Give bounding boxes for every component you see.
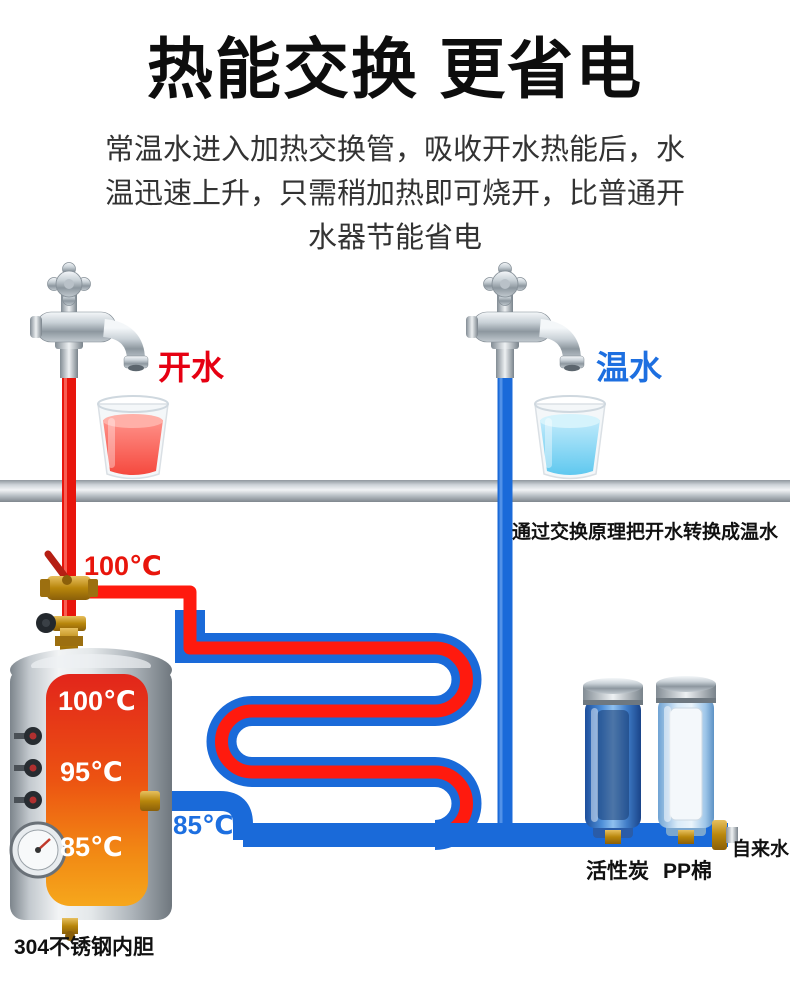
exchange-note: 通过交换原理把开水转换成温水 [512,522,779,543]
hot-water-label: 开水 [158,349,224,386]
tank-side-connector [140,791,160,811]
page-title: 热能交换 更省电 [146,32,644,106]
tank-inlet-pipe [150,791,253,840]
warm-water-faucet [466,263,584,379]
heat-exchange-coil-hot-core [69,585,473,842]
tank-drain-tip [65,931,75,941]
tank-knob [14,759,42,777]
warm-water-label: 温水 [596,349,662,386]
tank-pressure-gauge [9,821,67,879]
carbon-filter [583,678,643,844]
hot-pipe-fitting [36,613,86,633]
tank-knob [14,791,42,809]
hot-outlet-temp-label: 100℃ [84,551,162,581]
tank-temp-95: 95℃ [60,757,123,787]
pp-filter-label: PP棉 [663,860,713,883]
tank-caption: 304不锈钢内胆 [14,936,155,959]
tank-hot-water-panel [46,674,148,906]
warm-water-cup [534,395,606,480]
intro-line-3: 水器节能省电 [307,222,482,254]
tap-water-inlet-valve [712,820,738,850]
warm-inlet-temp-label: 85℃ [173,810,234,840]
pp-cotton-filter [656,676,716,844]
wall-pipe [0,480,790,502]
tank-temp-100: 100℃ [58,686,136,716]
tank-drain-fitting [62,918,78,934]
tank-top-nut [55,636,83,646]
carbon-filter-label: 活性炭 [586,860,649,883]
warm-water-pipe [497,308,513,840]
tank-temp-85: 85℃ [60,832,123,862]
water-tank [9,648,172,941]
intro-text: 常温水进入加热交换管，吸收开水热能后，水 温迅速上升，只需稍加热即可烧开，比普通… [0,128,790,260]
hot-pipe-valve [40,550,98,600]
hot-water-cup [97,395,169,480]
intro-line-1: 常温水进入加热交换管，吸收开水热能后，水 [104,134,685,166]
intro-line-2: 温迅速上升，只需稍加热即可烧开，比普通开 [104,178,685,210]
hot-water-faucet [30,263,148,379]
tank-knob [14,727,42,745]
tap-water-label: 自来水 [732,839,790,860]
